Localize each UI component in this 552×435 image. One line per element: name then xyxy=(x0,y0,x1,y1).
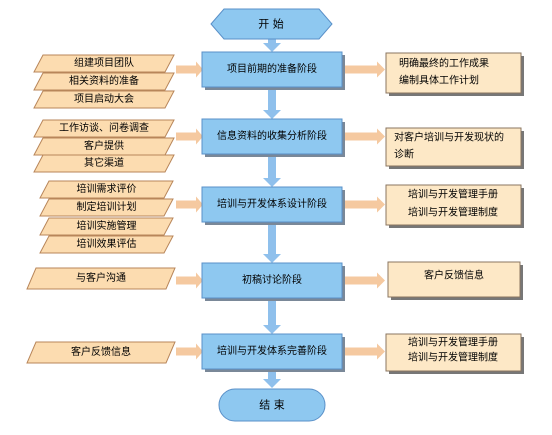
input-label-2-1: 工作访谈、问卷调查 xyxy=(59,121,149,134)
output-label-2-1: 对客户培训与开发现状的 xyxy=(394,131,504,144)
output-label-5-1: 培训与开发管理手册 xyxy=(408,336,498,349)
input-box-2-3 xyxy=(33,154,175,173)
start-terminal xyxy=(210,8,333,40)
stage-label-4: 初稿讨论阶段 xyxy=(242,273,302,286)
input-box-2-1 xyxy=(33,119,175,138)
input-box-3-3 xyxy=(39,217,174,236)
input-box-3-1 xyxy=(39,180,174,199)
output-box-4 xyxy=(387,261,521,298)
output-label-1-1: 明确最终的工作成果 xyxy=(399,57,489,70)
stage-box-3 xyxy=(201,186,343,223)
stage-box-4 xyxy=(201,262,343,299)
output-arrow-2 xyxy=(345,128,385,145)
stage-label-5: 培训与开发体系完善阶段 xyxy=(217,344,327,357)
stage-label-2: 信息资料的收集分析阶段 xyxy=(217,129,327,142)
stage-label-1: 项目前期的准备阶段 xyxy=(227,62,317,75)
output-label-5-2: 培训与开发管理制度 xyxy=(408,351,498,364)
flow-arrow-2 xyxy=(263,154,281,187)
stage-box-2 xyxy=(201,118,343,155)
input-label-2-3: 其它渠道 xyxy=(84,156,124,169)
output-label-2-2: 诊断 xyxy=(394,148,414,161)
input-label-5-1: 客户反馈信息 xyxy=(71,345,131,358)
end-label: 结 束 xyxy=(259,399,285,412)
input-box-3-4 xyxy=(39,235,174,254)
output-label-1-2: 编制具体工作计划 xyxy=(399,74,479,87)
input-box-1-2 xyxy=(33,72,175,91)
output-arrow-1 xyxy=(345,61,385,78)
input-box-4-1 xyxy=(26,267,176,290)
input-label-1-2: 相关资料的准备 xyxy=(69,74,139,87)
output-box-2 xyxy=(385,127,522,167)
output-arrow-4 xyxy=(345,272,385,289)
input-box-5-1 xyxy=(26,341,176,364)
output-arrow-5 xyxy=(345,343,385,360)
flow-arrow-end xyxy=(263,369,281,388)
stage-box-5 xyxy=(201,333,343,370)
input-label-3-1: 培训需求评价 xyxy=(77,182,137,195)
input-label-3-4: 培训效果评估 xyxy=(77,237,137,250)
input-label-3-2: 制定培训计划 xyxy=(77,200,137,213)
input-arrow-3 xyxy=(176,196,203,213)
input-label-4-1: 与客户沟通 xyxy=(76,271,126,284)
input-label-1-1: 组建项目团队 xyxy=(74,56,134,69)
output-label-4-1: 客户反馈信息 xyxy=(424,269,484,282)
stage-box-1 xyxy=(201,51,343,88)
stage-label-3: 培训与开发体系设计阶段 xyxy=(217,197,327,210)
input-label-3-3: 培训实施管理 xyxy=(77,219,137,232)
input-arrow-1 xyxy=(176,61,203,78)
input-label-1-3: 项目启动大会 xyxy=(74,92,134,105)
output-label-3-2: 培训与开发管理制度 xyxy=(408,206,498,219)
output-label-3-1: 培训与开发管理手册 xyxy=(408,188,498,201)
flow-arrow-start xyxy=(263,36,281,52)
input-box-1-3 xyxy=(33,90,175,109)
flow-arrow-3 xyxy=(263,222,281,263)
input-box-3-2 xyxy=(39,198,174,217)
flow-arrow-4 xyxy=(263,298,281,334)
input-box-1-1 xyxy=(33,54,175,73)
output-box-5 xyxy=(385,333,522,372)
input-label-2-2: 客户提供 xyxy=(84,139,124,152)
start-label: 开 始 xyxy=(258,17,284,31)
input-arrow-4 xyxy=(176,272,203,289)
output-box-1 xyxy=(385,52,522,94)
output-box-3 xyxy=(385,184,522,226)
output-arrow-3 xyxy=(345,196,385,213)
input-arrow-2 xyxy=(176,128,203,145)
input-arrow-5 xyxy=(176,343,203,360)
flow-arrow-1 xyxy=(263,87,281,119)
end-terminal xyxy=(218,388,326,422)
